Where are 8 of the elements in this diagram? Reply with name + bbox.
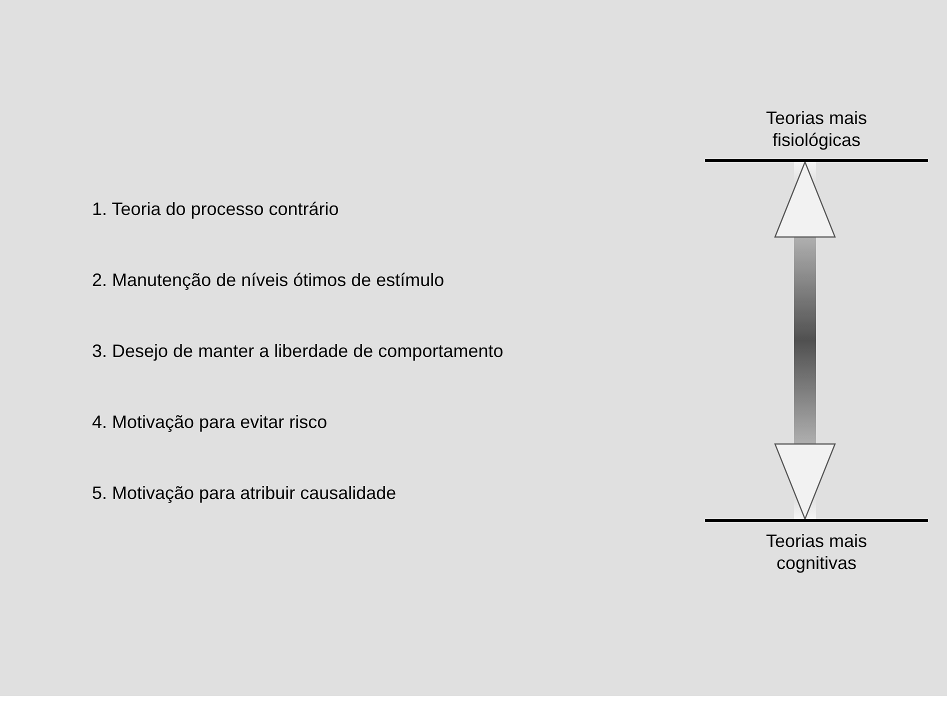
list-item: 5. Motivação para atribuir causalidade [92,483,396,504]
scale-end-label: Teorias mais fisiológicas [764,107,868,151]
list-item: 2. Manutenção de níveis ótimos de estímulo [92,270,444,291]
list-item: 4. Motivação para evitar risco [92,412,328,433]
list-item: 3. Desejo de manter a liberdade de comportamento [92,341,504,362]
double-arrow [774,161,836,520]
scale-end-label: Teorias mais cognitivas [764,530,868,574]
list-item: 1. Teoria do processo contrário [92,199,339,220]
